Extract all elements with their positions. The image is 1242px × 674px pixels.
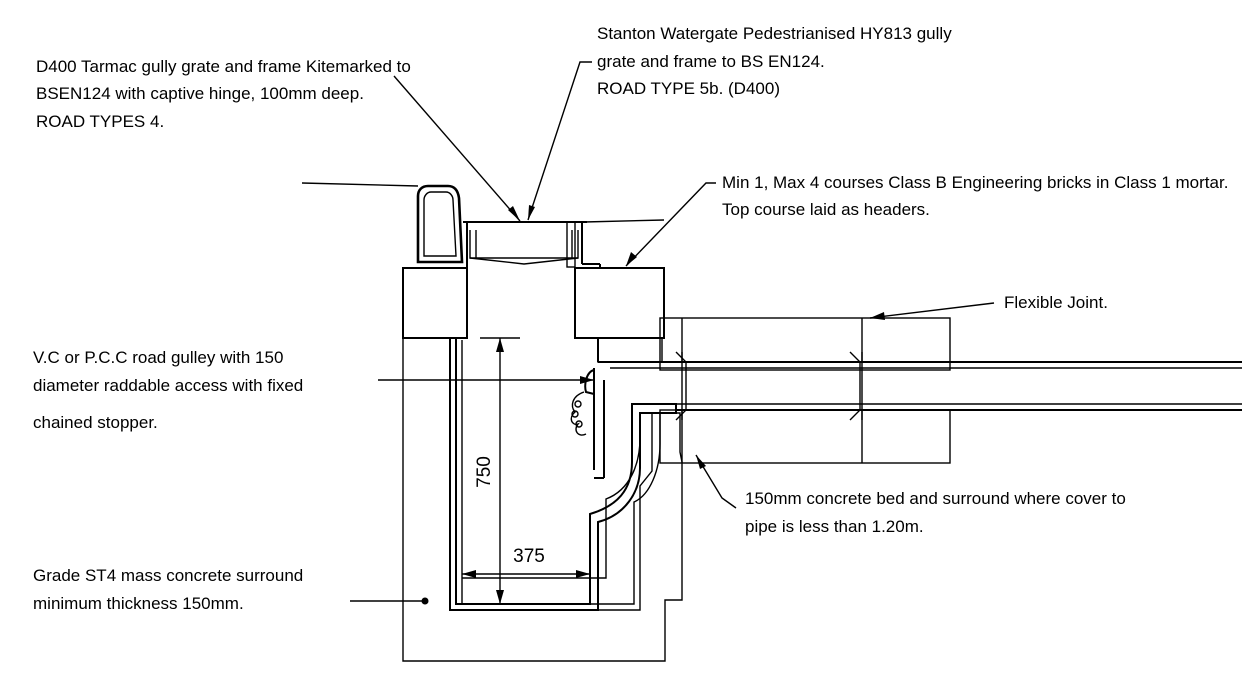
pipe-concrete-bed (597, 317, 951, 464)
mass-concrete-note: Grade ST4 mass concrete surround minimum… (33, 566, 303, 613)
note-line: Stanton Watergate Pedestrianised HY813 g… (597, 24, 952, 43)
gully-grate-frame (463, 221, 601, 268)
note-line: Min 1, Max 4 courses Class B Engineering… (722, 173, 1228, 192)
stanton-grate-note: Stanton Watergate Pedestrianised HY813 g… (597, 24, 952, 98)
chained-stopper (570, 369, 595, 436)
note-line: grate and frame to BS EN124. (597, 52, 825, 71)
road-surface-line (583, 219, 665, 223)
tarmac-grate-note: D400 Tarmac gully grate and frame Kitema… (36, 57, 411, 131)
note-line: ROAD TYPE 5b. (D400) (597, 79, 780, 98)
concrete-bed-note: 150mm concrete bed and surround where co… (745, 489, 1126, 536)
flexible-joint-note: Flexible Joint. (1004, 293, 1108, 312)
width-dimension-label: 375 (513, 546, 545, 567)
leader-lines (301, 61, 995, 605)
note-line: minimum thickness 150mm. (33, 594, 244, 613)
note-line: Top course laid as headers. (722, 200, 930, 219)
width-dimension: 375 (462, 546, 590, 578)
note-line: chained stopper. (33, 413, 158, 432)
note-line: diameter raddable access with fixed (33, 376, 303, 395)
engineering-brick-courses (402, 267, 665, 339)
note-line: ROAD TYPES 4. (36, 112, 164, 131)
outlet-pipe (675, 351, 1242, 421)
kerb (416, 184, 464, 264)
note-line: 150mm concrete bed and surround where co… (745, 489, 1126, 508)
note-line: D400 Tarmac gully grate and frame Kitema… (36, 57, 411, 76)
gulley-note: V.C or P.C.C road gulley with 150 diamet… (33, 348, 303, 432)
bricks-note: Min 1, Max 4 courses Class B Engineering… (722, 173, 1228, 219)
depth-dimension-label: 750 (474, 456, 495, 488)
depth-dimension: 750 (474, 337, 520, 604)
note-line: V.C or P.C.C road gulley with 150 (33, 348, 283, 367)
note-line: BSEN124 with captive hinge, 100mm deep. (36, 84, 364, 103)
note-line: pipe is less than 1.20m. (745, 517, 924, 536)
note-line: Grade ST4 mass concrete surround (33, 566, 303, 585)
mass-concrete-surround (402, 337, 683, 662)
